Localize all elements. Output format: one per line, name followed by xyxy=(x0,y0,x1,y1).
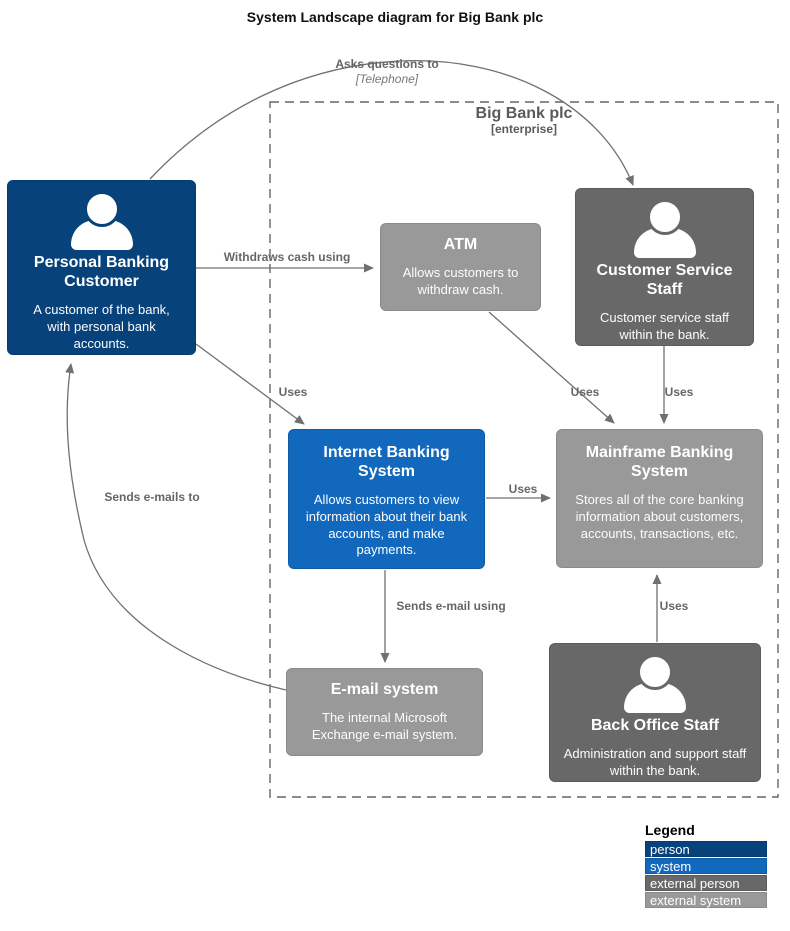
legend-title: Legend xyxy=(645,822,695,838)
node-title: Customer Service Staff xyxy=(596,262,733,299)
edge-label-bos-uses-mbs: Uses xyxy=(659,599,689,613)
edge-label-ibs-uses-mbs: Uses xyxy=(508,482,538,496)
legend-item-person: person xyxy=(645,841,767,857)
legend-item-external-system: external system xyxy=(645,892,767,908)
enterprise-name: Big Bank plc xyxy=(475,105,573,122)
node-description: A customer of the bank, with personal ba… xyxy=(33,302,170,351)
node-title: Back Office Staff xyxy=(590,717,720,734)
node-customer-service-staff: Customer Service Staff Customer service … xyxy=(575,188,754,346)
edge-label-withdraws-cash: Withdraws cash using xyxy=(223,250,351,264)
node-description: Customer service staff within the bank. xyxy=(599,310,730,342)
legend-item-system: system xyxy=(645,858,767,874)
edge-label-sends-emails-to: Sends e-mails to xyxy=(104,490,200,504)
person-icon xyxy=(67,191,137,251)
node-mainframe-banking-system: Mainframe Banking System Stores all of t… xyxy=(556,429,763,568)
node-title: Internet Banking System xyxy=(323,444,450,481)
node-description: Stores all of the core banking informati… xyxy=(575,492,744,541)
edge-pbc-uses-ibs-line xyxy=(195,343,305,425)
node-description: Allows customers to withdraw cash. xyxy=(402,265,519,297)
node-email-system: E-mail system The internal Microsoft Exc… xyxy=(286,668,483,756)
enterprise-type: [enterprise] xyxy=(490,121,558,136)
legend: Legend person system external person ext… xyxy=(645,822,769,909)
person-icon xyxy=(620,654,690,714)
node-title: ATM xyxy=(443,236,478,253)
edge-label-sends-email-using: Sends e-mail using xyxy=(396,599,506,613)
node-title: Personal Banking Customer xyxy=(33,254,170,291)
node-internet-banking-system: Internet Banking System Allows customers… xyxy=(288,429,485,569)
node-back-office-staff: Back Office Staff Administration and sup… xyxy=(549,643,761,782)
enterprise-boundary-label: Big Bank plc [enterprise] xyxy=(270,105,778,136)
edge-label-asks-questions: Asks questions to xyxy=(335,57,439,71)
edge-technology-telephone: [Telephone] xyxy=(355,72,419,86)
edge-label-atm-uses-mbs: Uses xyxy=(570,385,600,399)
node-title: Mainframe Banking System xyxy=(585,444,734,481)
edge-sends-emails-to-line xyxy=(65,363,287,691)
diagram-title: System Landscape diagram for Big Bank pl… xyxy=(246,9,544,25)
edge-atm-uses-mbs-line xyxy=(488,311,615,424)
enterprise-boundary xyxy=(269,101,779,798)
node-description: Administration and support staff within … xyxy=(563,746,747,778)
node-atm: ATM Allows customers to withdraw cash. xyxy=(380,223,541,311)
edge-label-css-uses-mbs: Uses xyxy=(664,385,694,399)
edge-asks-questions-line xyxy=(149,59,634,186)
node-description: Allows customers to view information abo… xyxy=(305,492,468,558)
node-title: E-mail system xyxy=(330,681,439,698)
person-icon xyxy=(630,199,700,259)
node-personal-banking-customer: Personal Banking Customer A customer of … xyxy=(7,180,196,355)
node-description: The internal Microsoft Exchange e-mail s… xyxy=(311,710,458,742)
legend-item-external-person: external person xyxy=(645,875,767,891)
edge-label-pbc-uses-ibs: Uses xyxy=(278,385,308,399)
